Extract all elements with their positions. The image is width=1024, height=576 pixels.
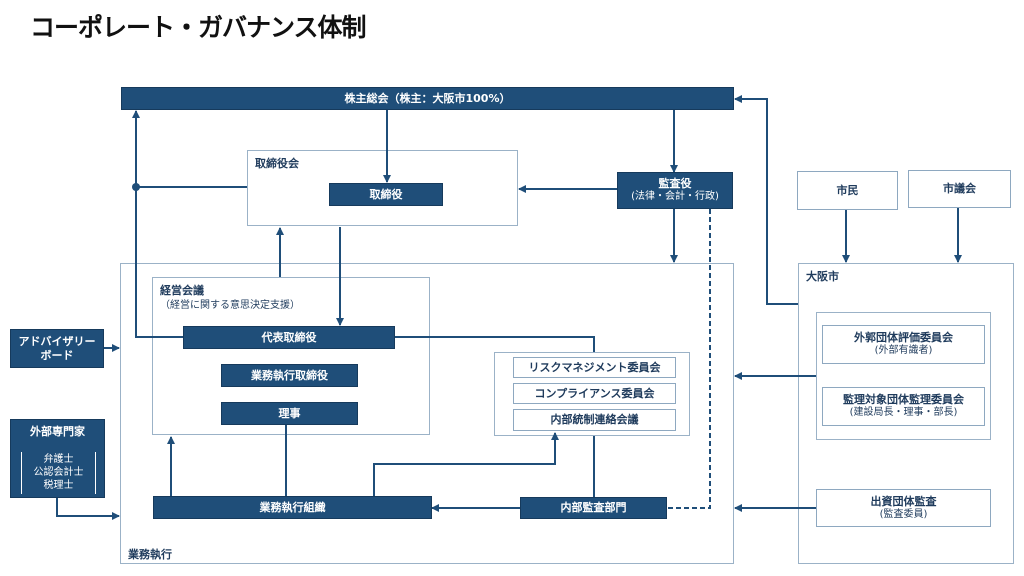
advisory-board-box: アドバイザリー ボード: [10, 329, 104, 368]
investment-audit-sub: (監査委員): [879, 508, 928, 520]
external-experts-box: 外部専門家 弁護士 公認会計士 税理士: [10, 419, 105, 498]
osaka-city-label: 大阪市: [806, 270, 839, 283]
committee-compliance: コンプライアンス委員会: [513, 383, 676, 404]
city-council-box: 市議会: [908, 170, 1011, 208]
auditor-title: 監査役: [658, 177, 692, 191]
investment-audit-title: 出資団体監査: [870, 494, 937, 508]
executive-director-box: 業務執行取締役: [221, 364, 358, 387]
external-experts-member-3: 税理士: [43, 480, 74, 491]
evaluation-committee-sub: (外部有識者): [874, 345, 933, 357]
execution-org-box: 業務執行組織: [153, 496, 432, 519]
advisory-board-line2: ボード: [40, 348, 74, 362]
auditor-box: 監査役 (法律・会計・行政): [617, 172, 733, 209]
evaluation-committee-box: 外郭団体評価委員会 (外部有識者): [822, 325, 985, 364]
representative-director-box: 代表取締役: [183, 326, 395, 349]
internal-audit-box: 内部監査部門: [520, 497, 667, 519]
management-meeting-frame: [152, 277, 430, 435]
management-meeting-sub: （経営に関する意思決定支援）: [160, 300, 300, 311]
shareholders-meeting: 株主総会（株主：大阪市100%）: [121, 87, 734, 110]
business-execution-frame: [120, 263, 734, 564]
board-member-box: 理事: [221, 402, 358, 425]
supervision-committee-sub: (建設局長・理事・部長): [849, 407, 958, 419]
investment-audit-box: 出資団体監査 (監査委員): [816, 489, 991, 527]
committee-risk-management: リスクマネジメント委員会: [513, 357, 676, 378]
evaluation-committee-title: 外郭団体評価委員会: [854, 331, 953, 345]
supervision-committee-title: 監理対象団体監理委員会: [843, 393, 964, 407]
osaka-city-frame: [798, 263, 1014, 564]
external-experts-member-2: 公認会計士: [33, 467, 84, 478]
committees-frame: [494, 352, 690, 436]
citizens-box: 市民: [797, 171, 898, 210]
auditor-sub: (法律・会計・行政): [631, 191, 719, 203]
board-frame-label: 取締役会: [255, 157, 299, 170]
page-title: コーポレート・ガバナンス体制: [30, 13, 367, 42]
external-experts-bracket: [21, 452, 96, 494]
director-box: 取締役: [329, 183, 443, 206]
advisory-board-line1: アドバイザリー: [18, 334, 96, 348]
external-experts-title: 外部専門家: [30, 425, 85, 438]
supervision-committee-box: 監理対象団体監理委員会 (建設局長・理事・部長): [822, 387, 985, 426]
business-execution-label: 業務執行: [128, 548, 172, 561]
committee-internal-control: 内部統制連絡会議: [513, 409, 676, 431]
osaka-committees-frame: [816, 312, 991, 440]
management-meeting-label: 経営会議: [160, 284, 204, 297]
board-frame: [247, 150, 518, 226]
external-experts-member-1: 弁護士: [43, 454, 74, 465]
